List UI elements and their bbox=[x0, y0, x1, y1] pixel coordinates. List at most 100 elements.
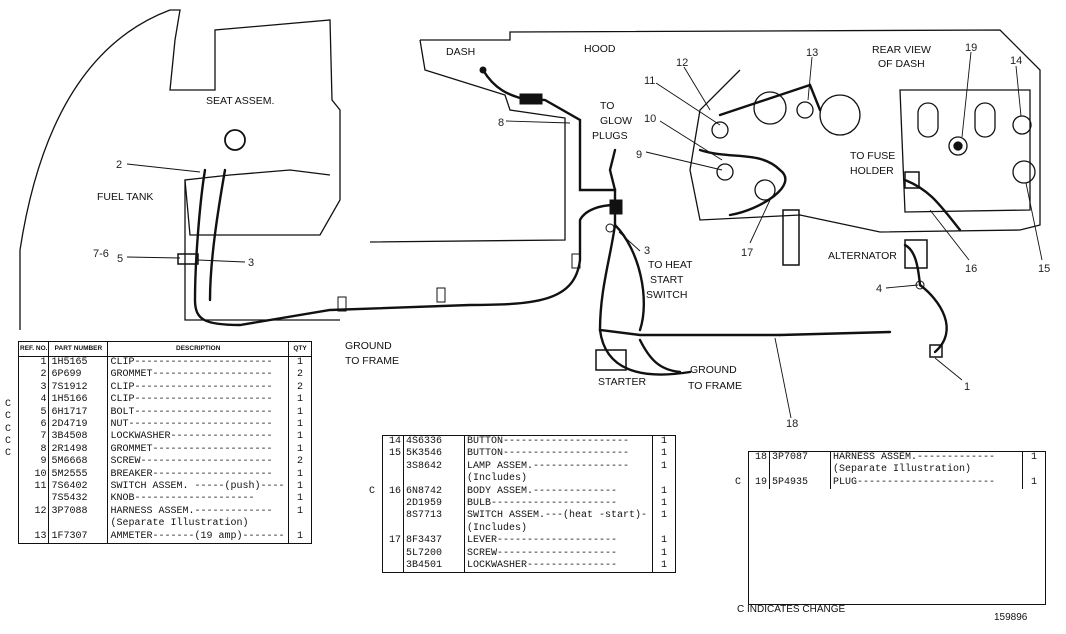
row-description: LOCKWASHER----------------- bbox=[110, 431, 273, 443]
row-description: LOCKWASHER--------------- bbox=[467, 560, 618, 572]
row-qty: 1 bbox=[652, 510, 675, 523]
glow-plugs-label-2: GLOW bbox=[600, 115, 632, 127]
row-description: BULB--------------------- bbox=[467, 498, 618, 510]
header-qty: QTY bbox=[288, 342, 311, 357]
row-qty: 1 bbox=[652, 498, 675, 511]
table-row: (Includes) bbox=[383, 473, 675, 486]
row-qty: 1 bbox=[288, 443, 311, 457]
callout-12: 12 bbox=[676, 57, 688, 69]
row-part-number: 8S7713 bbox=[403, 510, 465, 523]
row-ref: 13 bbox=[19, 530, 50, 544]
glow-plugs-label-1: TO bbox=[600, 100, 614, 112]
row-qty: 1 bbox=[652, 485, 675, 499]
row-ref: 18 bbox=[749, 452, 770, 465]
callout-17: 17 bbox=[741, 247, 753, 259]
starter-label: STARTER bbox=[598, 376, 646, 388]
row-qty: 1 bbox=[288, 356, 311, 370]
row-qty: 1 bbox=[288, 406, 311, 420]
rear-view-label-1: REAR VIEW bbox=[872, 44, 931, 56]
row-qty: 1 bbox=[288, 505, 311, 519]
row-ref: 12 bbox=[19, 505, 50, 519]
row-ref bbox=[19, 518, 50, 531]
header-description: DESCRIPTION bbox=[107, 342, 289, 357]
table-row: (Separate Illustration) bbox=[19, 518, 311, 531]
fuse-holder-label-2: HOLDER bbox=[850, 165, 894, 177]
hardware bbox=[177, 66, 943, 371]
callout-8: 8 bbox=[498, 117, 504, 129]
row-description: BODY ASSEM.-------------- bbox=[467, 485, 618, 497]
row-part-number: 5P4935 bbox=[769, 476, 831, 490]
callout-18: 18 bbox=[786, 418, 798, 430]
row-ref: 11 bbox=[19, 481, 50, 494]
dash-gauges bbox=[711, 91, 1036, 201]
row-ref: 16 bbox=[383, 485, 404, 499]
row-qty bbox=[1022, 464, 1045, 477]
table-row: (Separate Illustration) bbox=[749, 464, 1045, 477]
callout-15: 15 bbox=[1038, 263, 1050, 275]
row-qty: 1 bbox=[1022, 452, 1045, 465]
fuse-holder-label-1: TO FUSE bbox=[850, 150, 895, 162]
row-description: HARNESS ASSEM.------------- bbox=[833, 452, 996, 463]
row-qty: 1 bbox=[288, 481, 311, 494]
row-description: (Separate Illustration) bbox=[110, 518, 249, 530]
row-part-number: 1F7307 bbox=[48, 530, 109, 544]
row-part-number bbox=[769, 464, 831, 477]
row-part-number: 2D1959 bbox=[403, 498, 465, 511]
row-part-number: 6P699 bbox=[48, 369, 109, 382]
hood-label: HOOD bbox=[584, 43, 616, 55]
row-qty: 1 bbox=[288, 394, 311, 407]
seat-fuel-tank-outline bbox=[19, 9, 341, 330]
rear-view-label-2: OF DASH bbox=[878, 58, 925, 70]
row-ref: 1 bbox=[19, 356, 50, 370]
row-ref: 2 bbox=[19, 369, 50, 382]
callout-3-left: 3 bbox=[248, 257, 254, 269]
illustration-number: 159896 bbox=[994, 612, 1028, 623]
row-part-number bbox=[403, 473, 465, 486]
row-ref: 7 bbox=[19, 431, 50, 444]
heat-switch-label-3: SWITCH bbox=[646, 289, 687, 301]
row-description: BUTTON--------------------- bbox=[467, 436, 630, 447]
callout-1: 1 bbox=[964, 381, 970, 393]
row-part-number: 1H5165 bbox=[48, 356, 109, 370]
ground-frame-label-1: GROUND bbox=[345, 340, 392, 352]
change-marker: C bbox=[735, 476, 742, 488]
row-part-number: 4S6336 bbox=[403, 436, 465, 449]
row-qty bbox=[288, 518, 311, 531]
heat-switch-label-1: TO HEAT bbox=[648, 259, 693, 271]
fuel-tank-label: FUEL TANK bbox=[97, 191, 153, 203]
row-ref: 3 bbox=[19, 381, 50, 395]
row-part-number: 3B4508 bbox=[48, 431, 109, 444]
row-qty: 2 bbox=[288, 381, 311, 395]
ground-frame-label-4: TO FRAME bbox=[688, 380, 742, 392]
change-marker: C bbox=[5, 448, 12, 460]
change-marker: C bbox=[5, 436, 12, 447]
callout-5: 5 bbox=[117, 253, 123, 265]
header-ref: REF. NO. bbox=[19, 342, 50, 357]
seat-assembly-label: SEAT ASSEM. bbox=[206, 95, 274, 107]
row-qty: 1 bbox=[1022, 476, 1045, 490]
row-part-number: 5M2555 bbox=[48, 468, 109, 482]
row-qty: 1 bbox=[288, 530, 311, 544]
row-part-number: 7S6402 bbox=[48, 481, 109, 494]
glow-plugs-label-3: PLUGS bbox=[592, 130, 628, 142]
row-description: SCREW-------------------- bbox=[467, 547, 618, 559]
ground-frame-label-2: TO FRAME bbox=[345, 355, 399, 367]
row-description: BOLT----------------------- bbox=[110, 406, 273, 418]
callout-10: 10 bbox=[644, 113, 656, 125]
row-ref: 15 bbox=[383, 448, 404, 461]
row-part-number: 3S8642 bbox=[403, 460, 465, 474]
table-row: 2D1959 BULB--------------------- 1 bbox=[383, 498, 675, 511]
row-ref bbox=[383, 522, 404, 536]
row-description: (Includes) bbox=[467, 473, 528, 485]
